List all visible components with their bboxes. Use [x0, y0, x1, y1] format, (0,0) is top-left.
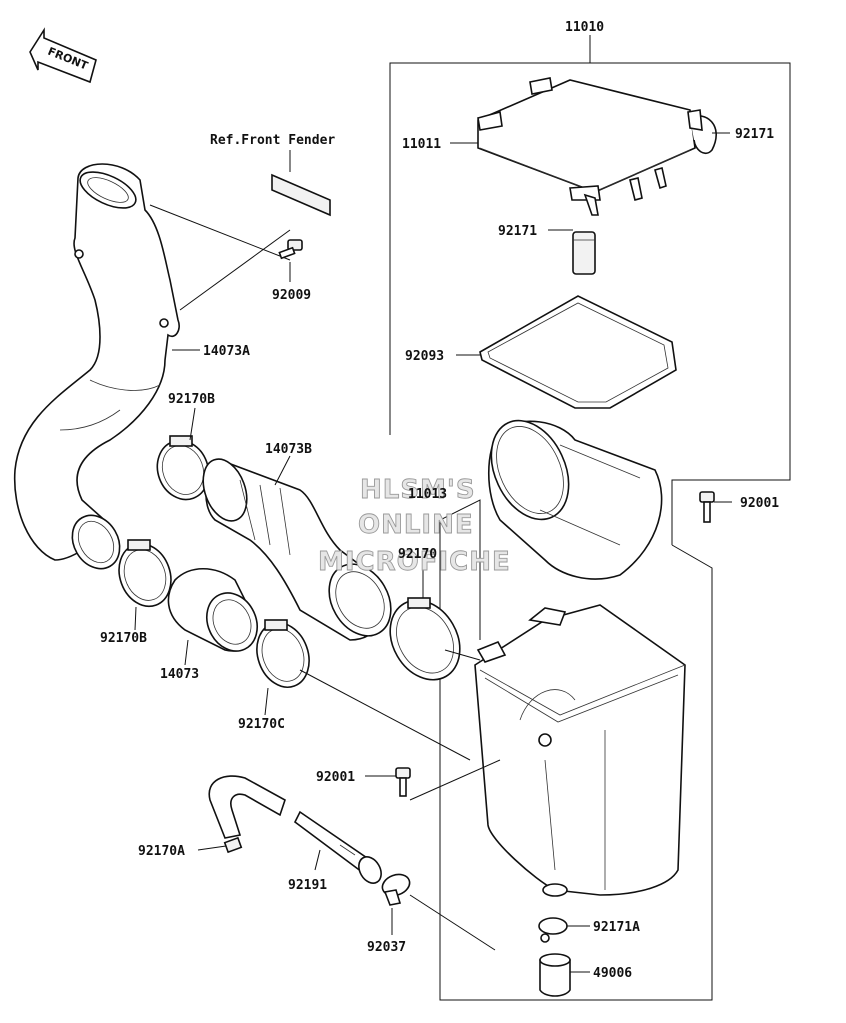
label-92171a: 92171A	[593, 920, 640, 935]
intake-duct-14073a	[13, 163, 180, 570]
gasket	[479, 295, 677, 409]
drain-cap-icon	[539, 953, 571, 997]
bolt-92009-icon	[278, 239, 303, 260]
label-92009: 92009	[272, 288, 311, 303]
air-box-lid	[477, 77, 696, 216]
front-arrow-icon: FRONT	[29, 27, 97, 84]
bolt-92001-right-icon	[699, 491, 732, 523]
label-92170: 92170	[398, 547, 437, 562]
clip-92037-icon	[381, 873, 411, 906]
label-92191: 92191	[288, 878, 327, 893]
clamp-92170b-left-icon	[118, 539, 172, 608]
label-49006: 49006	[593, 966, 632, 981]
air-filter-element	[487, 419, 663, 580]
label-11013: 11013	[408, 487, 447, 502]
hose-92191-icon	[293, 810, 382, 884]
hose-elbow-icon	[208, 775, 286, 854]
clamp-92170c-icon	[256, 619, 310, 688]
label-11011: 11011	[402, 137, 441, 152]
intake-duct-14073	[167, 568, 258, 652]
label-92001-right: 92001	[740, 496, 779, 511]
watermark-line-2: ONLINE	[358, 510, 474, 540]
bolt-92001-case-icon	[395, 767, 411, 797]
assembly-bracket	[389, 35, 791, 1001]
clip-92171a-icon	[538, 917, 568, 943]
label-14073a: 14073A	[203, 344, 250, 359]
watermark: HLSM'S ONLINE MICROFICHE	[318, 475, 511, 578]
label-92001-case: 92001	[316, 770, 355, 785]
air-box-case	[474, 604, 686, 897]
label-92170b-top: 92170B	[168, 392, 215, 407]
clamp-92170-icon	[389, 597, 461, 681]
label-14073b: 14073B	[265, 442, 312, 457]
clip-92171-top-icon	[687, 109, 717, 155]
front-fender-ref	[149, 150, 331, 311]
leader-lines	[134, 132, 730, 973]
label-92170c: 92170C	[238, 717, 285, 732]
clip-92171-mid-icon	[572, 231, 596, 275]
label-92170b-left: 92170B	[100, 631, 147, 646]
label-92171-mid: 92171	[498, 224, 537, 239]
label-92171-top: 92171	[735, 127, 774, 142]
label-11010: 11010	[565, 20, 604, 35]
label-14073: 14073	[160, 667, 199, 682]
watermark-line-3: MICROFICHE	[318, 547, 511, 577]
intake-duct-14073b	[202, 458, 392, 641]
label-92170a: 92170A	[138, 844, 185, 859]
watermark-line-1: HLSM'S	[360, 475, 476, 505]
label-92093: 92093	[405, 349, 444, 364]
ref-front-fender-label: Ref.Front Fender	[210, 133, 335, 148]
label-92037: 92037	[367, 940, 406, 955]
clamp-92170b-top-icon	[156, 435, 210, 501]
